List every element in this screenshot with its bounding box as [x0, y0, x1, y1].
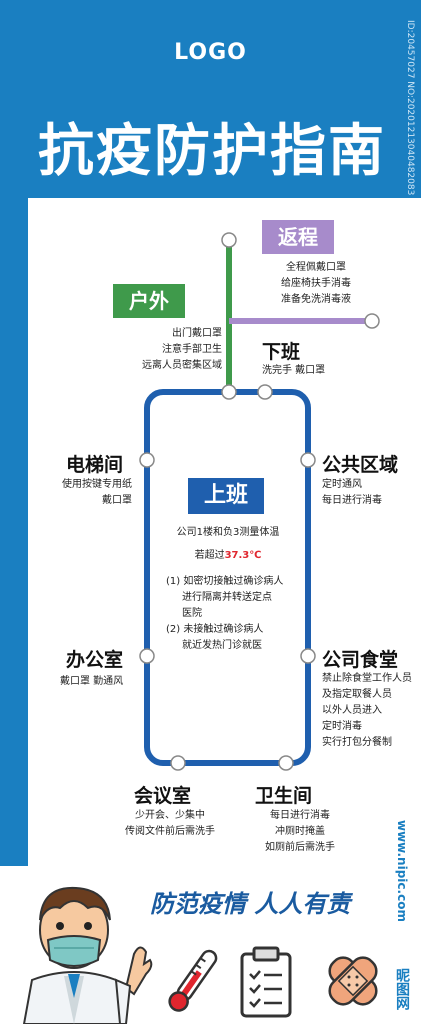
- dianti-label: 电梯间: [66, 454, 124, 476]
- header-band: [0, 0, 421, 200]
- fanchen-note-3: 准备免洗消毒液: [281, 294, 351, 305]
- weisheng-note-3: 如厕前后需洗手: [265, 842, 335, 853]
- huiyi-notes: 少开会、少集中 传阅文件前后需洗手: [100, 808, 240, 840]
- doctor-icon: [22, 886, 153, 1024]
- slogan: 防范疫情 人人有责: [150, 890, 351, 918]
- huwai-note-1: 出门戴口罩: [172, 328, 222, 339]
- shangban-items: (1) 如密切接触过确诊病人 进行隔离并转送定点 医院 (2) 未接触过确诊病人…: [166, 574, 283, 654]
- huwai-label: 户外: [113, 284, 185, 318]
- station-dot-gonggong: [300, 452, 316, 468]
- fanchen-note-2: 给座椅扶手消毒: [281, 278, 351, 289]
- dianti-note-1: 使用按键专用纸: [62, 479, 132, 490]
- side-id-text: ID:20457027 NO:20201213040482083: [405, 20, 415, 196]
- shitang-notes: 禁止除食堂工作人员 及指定取餐人员 以外人员进入 定时消毒 实行打包分餐制: [322, 671, 412, 751]
- shitang-note-5: 实行打包分餐制: [322, 737, 392, 748]
- fanchen-note-1: 全程佩戴口罩: [286, 262, 346, 273]
- weisheng-notes: 每日进行消毒 冲厕时掩盖 如厕前后需洗手: [240, 808, 360, 856]
- station-dot-weisheng: [278, 755, 294, 771]
- shitang-label: 公司食堂: [322, 649, 399, 671]
- shitang-note-1: 禁止除食堂工作人员: [322, 673, 412, 684]
- station-dot-dianti: [139, 452, 155, 468]
- huiyi-label: 会议室: [134, 785, 192, 807]
- huiyi-note-1: 少开会、少集中: [135, 810, 205, 821]
- shangban-line1: 公司1楼和负3测量体温: [176, 527, 280, 538]
- shangban-temp: 37.3℃: [224, 550, 262, 561]
- gonggong-note-2: 每日进行消毒: [322, 495, 382, 506]
- shangban-item-2: (2) 未接触过确诊病人: [166, 624, 264, 635]
- weisheng-label: 卫生间: [255, 785, 313, 807]
- shangban-item-1c: 医院: [182, 608, 202, 619]
- station-dot-top-left: [221, 384, 237, 400]
- station-dot-xiaban: [364, 313, 380, 329]
- station-dot-top-right: [257, 384, 273, 400]
- bandage-icon: [328, 956, 378, 1006]
- shangban-line2-prefix: 若超过: [194, 550, 225, 561]
- content-panel: [28, 198, 421, 866]
- shangban-label: 上班: [188, 478, 265, 514]
- weisheng-note-2: 冲厕时掩盖: [275, 826, 325, 837]
- watermark-url: www.nipic.com: [395, 820, 409, 922]
- shitang-note-3: 以外人员进入: [322, 705, 382, 716]
- gonggong-label: 公共区域: [322, 454, 399, 476]
- xiaban-label: 下班: [262, 341, 301, 363]
- bangong-note: 戴口罩 勤通风: [60, 676, 124, 687]
- station-dot-bangong: [139, 648, 155, 664]
- huiyi-note-2: 传阅文件前后需洗手: [125, 826, 215, 837]
- shitang-note-2: 及指定取餐人员: [322, 689, 392, 700]
- clipboard-icon: [240, 946, 292, 1018]
- station-dot-fanchen: [221, 232, 237, 248]
- thermometer-icon: [168, 949, 218, 1012]
- shitang-note-4: 定时消毒: [322, 721, 362, 732]
- fanchen-label: 返程: [262, 220, 334, 254]
- station-dot-shitang: [300, 648, 316, 664]
- huwai-note-2: 注意手部卫生: [162, 344, 222, 355]
- watermark-brand: 昵图网: [394, 968, 410, 1010]
- shangban-line2: 若超过37.3℃: [158, 548, 298, 564]
- shangban-item-1: (1) 如密切接触过确诊病人: [166, 576, 284, 587]
- shangban-item-1b: 进行隔离并转送定点: [182, 592, 272, 603]
- shangban-item-2b: 就近发热门诊就医: [182, 640, 262, 651]
- gonggong-notes: 定时通风 每日进行消毒: [322, 477, 382, 509]
- huwai-notes: 出门戴口罩 注意手部卫生 远离人员密集区域: [100, 326, 222, 374]
- xiaban-note: 洗完手 戴口罩: [262, 365, 326, 376]
- bangong-label: 办公室: [66, 649, 124, 671]
- dianti-notes: 使用按键专用纸 戴口罩: [40, 477, 132, 509]
- gonggong-note-1: 定时通风: [322, 479, 362, 490]
- weisheng-note-1: 每日进行消毒: [270, 810, 330, 821]
- dianti-note-2: 戴口罩: [102, 495, 132, 506]
- page-title: 抗疫防护指南: [38, 119, 386, 184]
- station-dot-huiyi: [170, 755, 186, 771]
- huwai-note-3: 远离人员密集区域: [142, 360, 222, 371]
- fanchen-notes: 全程佩戴口罩 给座椅扶手消毒 准备免洗消毒液: [264, 260, 368, 308]
- logo-text: LOGO: [174, 40, 247, 65]
